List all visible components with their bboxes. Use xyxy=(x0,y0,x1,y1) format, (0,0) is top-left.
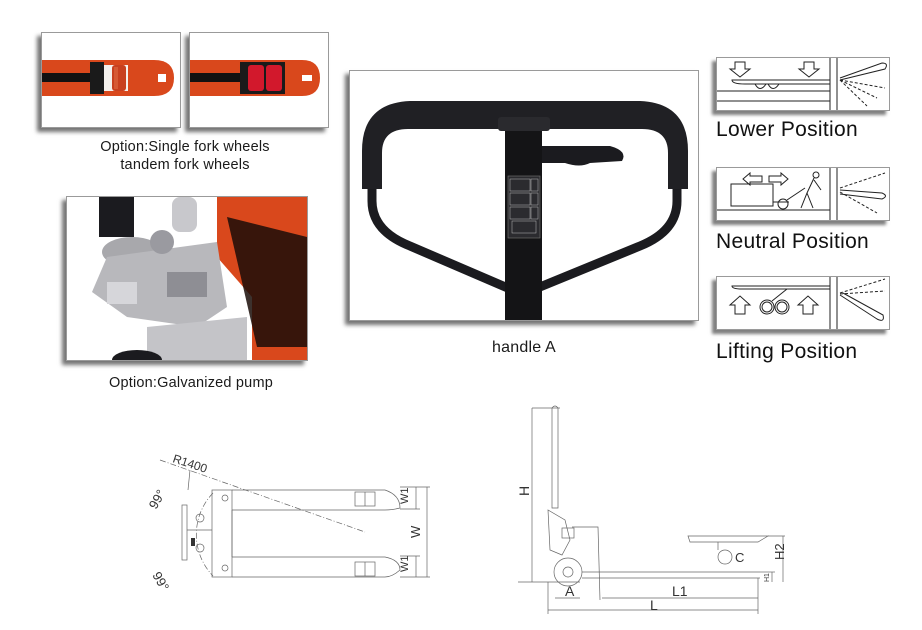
lower-position-icon xyxy=(717,58,887,110)
w1-top-label: W1 xyxy=(399,488,411,505)
h1-label: H1 xyxy=(764,573,771,582)
fork-wheels-caption-line1: Option:Single fork wheels xyxy=(100,139,270,155)
tandem-fork-wheel-photo xyxy=(189,32,329,128)
neutral-position-diagram xyxy=(716,167,890,221)
pump-caption: Option:Galvanized pump xyxy=(109,375,273,391)
lifting-position-diagram xyxy=(716,276,890,330)
galvanized-pump-photo xyxy=(66,196,308,361)
lifting-position-icon xyxy=(728,277,886,329)
fork-wheels-caption: Option:Single fork wheels tandem fork wh… xyxy=(60,138,310,174)
w1-bottom-label: W1 xyxy=(399,556,411,573)
l1-label: L1 xyxy=(672,583,688,599)
l-label: L xyxy=(650,597,658,613)
top-view-drawing: R1400 99° 99° W1 W W1 xyxy=(130,440,440,590)
fork-wheels-caption-line2: tandem fork wheels xyxy=(120,157,250,173)
lower-position-label: Lower Position xyxy=(716,118,858,141)
neutral-position-icon xyxy=(717,168,886,220)
side-view-drawing: H H2 H1 C A L1 L xyxy=(510,400,790,620)
c-label: C xyxy=(735,550,744,565)
h2-label: H2 xyxy=(772,543,787,560)
angle-bottom-label: 99° xyxy=(149,569,172,590)
handle-photo xyxy=(349,70,699,321)
w-label: W xyxy=(408,525,423,538)
handle-caption: handle A xyxy=(492,339,556,356)
angle-top-label: 99° xyxy=(146,487,169,512)
radius-label: R1400 xyxy=(171,452,209,476)
single-fork-wheel-photo xyxy=(41,32,181,128)
lifting-position-label: Lifting Position xyxy=(716,340,858,363)
neutral-position-label: Neutral Position xyxy=(716,230,870,253)
h-label: H xyxy=(516,486,532,496)
lower-position-diagram xyxy=(716,57,890,111)
a-label: A xyxy=(565,583,575,599)
